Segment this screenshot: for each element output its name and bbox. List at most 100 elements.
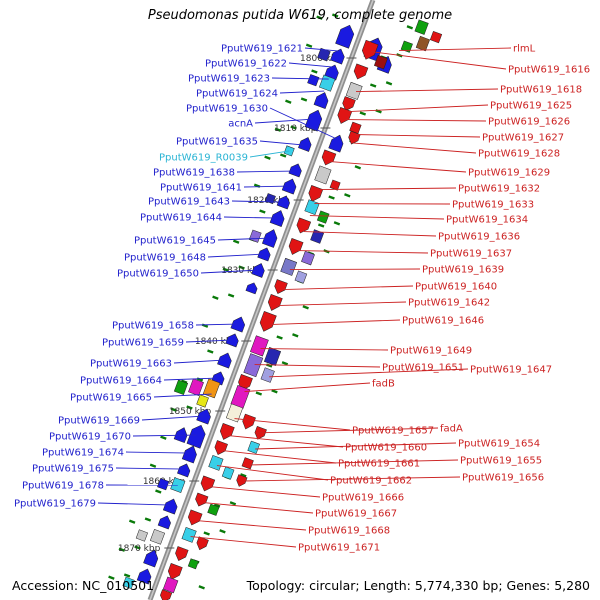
gene-feature[interactable] xyxy=(240,413,256,431)
gene-label[interactable]: PputW619_1624 xyxy=(196,89,278,100)
gene-feature[interactable] xyxy=(157,478,170,491)
gene-label[interactable]: PputW619_1656 xyxy=(462,473,544,484)
gene-label[interactable]: PputW619_1640 xyxy=(415,282,497,293)
gene-feature[interactable] xyxy=(221,466,235,480)
gene-feature[interactable] xyxy=(273,279,288,295)
gene-feature[interactable] xyxy=(187,558,199,570)
gene-label[interactable]: PputW619_1651 xyxy=(382,363,464,374)
gene-label[interactable]: PputW619_1645 xyxy=(134,236,216,247)
gene-feature[interactable] xyxy=(166,563,183,581)
gene-label[interactable]: rlmL xyxy=(513,44,536,55)
gene-feature[interactable] xyxy=(306,185,324,203)
gene-label[interactable]: PputW619_1637 xyxy=(430,249,512,260)
gene-feature[interactable] xyxy=(245,281,259,295)
gene-label[interactable]: PputW619_R0039 xyxy=(159,153,248,164)
gene-feature[interactable] xyxy=(230,315,247,333)
gene-feature[interactable] xyxy=(186,509,203,527)
gene-feature[interactable] xyxy=(162,576,179,594)
gene-feature[interactable] xyxy=(122,576,135,590)
gene-label[interactable]: fadB xyxy=(372,379,395,390)
gene-label[interactable]: PputW619_1630 xyxy=(186,104,268,115)
gene-label[interactable]: PputW619_1668 xyxy=(308,526,390,537)
gene-feature[interactable] xyxy=(335,107,353,125)
gene-feature[interactable] xyxy=(194,492,209,508)
gene-label[interactable]: PputW619_1642 xyxy=(408,298,490,309)
gene-feature[interactable] xyxy=(414,19,429,35)
gene-label[interactable]: PputW619_1664 xyxy=(80,376,162,387)
gene-label[interactable]: PputW619_1657 xyxy=(352,426,434,437)
gene-label[interactable]: PputW619_1663 xyxy=(90,359,172,370)
gene-label[interactable]: PputW619_1639 xyxy=(422,265,504,276)
gene-feature[interactable] xyxy=(264,193,276,205)
gene-feature[interactable] xyxy=(373,54,388,70)
gene-label[interactable]: PputW619_1618 xyxy=(500,85,582,96)
gene-label[interactable]: PputW619_1675 xyxy=(32,464,114,475)
gene-feature[interactable] xyxy=(314,165,332,185)
gene-label[interactable]: PputW619_1678 xyxy=(22,481,104,492)
gene-feature[interactable] xyxy=(280,257,298,276)
gene-label[interactable]: PputW619_1667 xyxy=(315,509,397,520)
gene-label[interactable]: PputW619_1623 xyxy=(188,74,270,85)
gene-feature[interactable] xyxy=(316,210,330,224)
gene-feature[interactable] xyxy=(335,23,357,49)
gene-feature[interactable] xyxy=(360,39,379,61)
gene-feature[interactable] xyxy=(287,238,304,256)
gene-label[interactable]: PputW619_1649 xyxy=(390,346,472,357)
gene-feature[interactable] xyxy=(235,474,248,488)
gene-label[interactable]: PputW619_1646 xyxy=(402,316,484,327)
gene-label[interactable]: PputW619_1650 xyxy=(117,269,199,280)
gene-label[interactable]: PputW619_1666 xyxy=(322,493,404,504)
gene-feature[interactable] xyxy=(243,353,264,378)
gene-label[interactable]: PputW619_1629 xyxy=(468,168,550,179)
gene-feature[interactable] xyxy=(345,81,363,100)
gene-label[interactable]: PputW619_1634 xyxy=(446,215,528,226)
gene-label[interactable]: PputW619_1622 xyxy=(205,59,287,70)
gene-feature[interactable] xyxy=(225,332,240,348)
gene-feature[interactable] xyxy=(135,529,149,542)
gene-label[interactable]: fadA xyxy=(440,424,463,435)
gene-label[interactable]: PputW619_1633 xyxy=(452,200,534,211)
gene-feature[interactable] xyxy=(295,217,312,235)
gene-feature[interactable] xyxy=(208,455,224,471)
gene-feature[interactable] xyxy=(181,444,199,464)
gene-feature[interactable] xyxy=(247,440,260,454)
gene-feature[interactable] xyxy=(173,546,189,562)
gene-feature[interactable] xyxy=(301,250,315,266)
gene-feature[interactable] xyxy=(263,347,282,366)
gene-feature[interactable] xyxy=(329,179,341,191)
gene-feature[interactable] xyxy=(260,367,275,383)
gene-feature[interactable] xyxy=(236,374,253,392)
gene-feature[interactable] xyxy=(251,261,267,278)
gene-feature[interactable] xyxy=(288,162,303,178)
gene-label[interactable]: PputW619_1655 xyxy=(460,456,542,467)
gene-label[interactable]: PputW619_1628 xyxy=(478,149,560,160)
gene-label[interactable]: PputW619_1674 xyxy=(42,448,124,459)
gene-feature[interactable] xyxy=(249,229,262,243)
gene-feature[interactable] xyxy=(281,177,298,195)
gene-feature[interactable] xyxy=(261,227,279,248)
gene-label[interactable]: PputW619_1643 xyxy=(148,197,230,208)
gene-label[interactable]: acnA xyxy=(228,119,253,130)
gene-feature[interactable] xyxy=(257,246,272,262)
gene-feature[interactable] xyxy=(400,40,413,53)
gene-feature[interactable] xyxy=(276,194,291,210)
gene-feature[interactable] xyxy=(143,548,160,568)
gene-feature[interactable] xyxy=(304,199,320,216)
gene-feature[interactable] xyxy=(269,208,286,227)
gene-label[interactable]: PputW619_1641 xyxy=(160,183,242,194)
gene-label[interactable]: PputW619_1627 xyxy=(482,133,564,144)
gene-feature[interactable] xyxy=(199,475,216,493)
gene-feature[interactable] xyxy=(294,270,308,284)
gene-feature[interactable] xyxy=(181,527,197,543)
gene-feature[interactable] xyxy=(341,96,356,112)
gene-feature[interactable] xyxy=(313,90,330,109)
gene-feature[interactable] xyxy=(266,294,283,312)
gene-feature[interactable] xyxy=(162,497,179,515)
gene-label[interactable]: PputW619_1647 xyxy=(470,365,552,376)
gene-label[interactable]: PputW619_1669 xyxy=(58,416,140,427)
gene-feature[interactable] xyxy=(196,407,213,425)
gene-feature[interactable] xyxy=(330,47,346,65)
gene-feature[interactable] xyxy=(250,335,269,357)
gene-label[interactable]: PputW619_1661 xyxy=(338,459,420,470)
gene-feature[interactable] xyxy=(202,378,221,399)
